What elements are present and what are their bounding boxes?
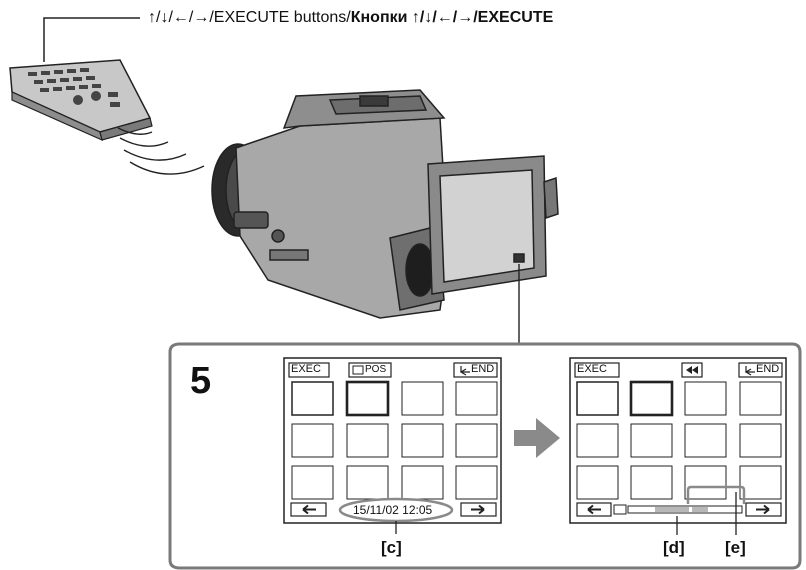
callout-e: [e] bbox=[725, 538, 746, 557]
left-screen-next-icon bbox=[471, 504, 485, 515]
left-screen-prev-icon bbox=[302, 504, 316, 515]
ir-signal-waves bbox=[117, 127, 205, 175]
right-screen-prev-icon bbox=[587, 504, 601, 515]
right-screen-next-icon bbox=[756, 504, 770, 515]
right-exec-label: EXEC bbox=[577, 363, 607, 375]
buttons-caption-ru: Кнопки ↑/↓/←/→/EXECUTE bbox=[350, 9, 554, 26]
camcorder-illustration bbox=[211, 89, 559, 319]
right-end-label: END bbox=[756, 363, 780, 375]
callout-c: [c] bbox=[381, 538, 402, 557]
left-lcd-screen bbox=[283, 357, 502, 534]
left-end-label: END bbox=[471, 363, 495, 375]
remote-commander-illustration bbox=[9, 59, 153, 142]
rewind-icon bbox=[686, 366, 698, 374]
step-number: 5 bbox=[190, 360, 212, 402]
buttons-caption-en: ↑/↓/←/→/EXECUTE buttons bbox=[148, 9, 347, 26]
tape-position-fill-2 bbox=[692, 507, 708, 512]
tape-icon bbox=[613, 504, 627, 515]
transition-arrow bbox=[514, 418, 560, 458]
caption-separator: / bbox=[346, 9, 351, 26]
tape-position-fill bbox=[655, 507, 689, 512]
left-datetime: 15/11/02 12:05 bbox=[353, 503, 433, 517]
left-pos-label: POS bbox=[365, 364, 387, 375]
remote-leader-line bbox=[43, 17, 140, 62]
buttons-caption: ↑/↓/←/→/EXECUTE buttons/Кнопки ↑/↓/←/→/E… bbox=[148, 9, 553, 27]
callout-d: [d] bbox=[663, 538, 685, 557]
step-panel-frame bbox=[168, 342, 802, 570]
callout-e-bracket bbox=[686, 485, 746, 504]
left-exec-label: EXEC bbox=[291, 363, 321, 375]
right-lcd-screen bbox=[569, 357, 787, 535]
